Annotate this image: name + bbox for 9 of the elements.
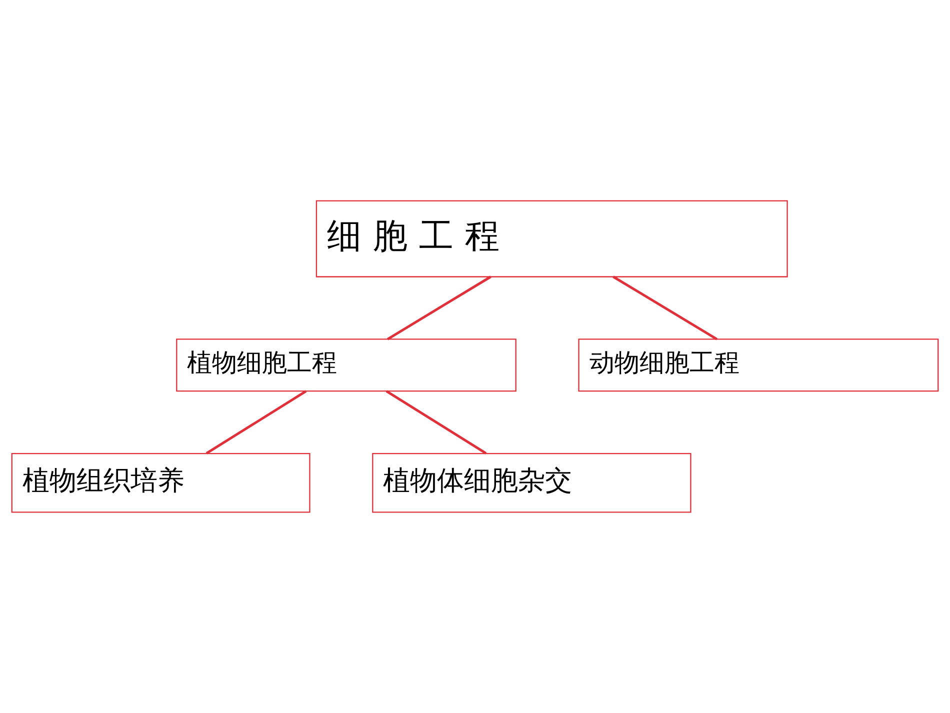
connector [386, 390, 487, 454]
node-box: 动物细胞工程 [578, 338, 939, 392]
connector [386, 276, 492, 340]
node-box: 植物体细胞杂交 [372, 452, 692, 513]
node-box: 植物组织培养 [11, 452, 310, 513]
node-box: 细 胞 工 程 [316, 200, 788, 278]
connector [612, 276, 718, 340]
connector [206, 390, 307, 454]
node-box: 植物细胞工程 [176, 338, 516, 392]
